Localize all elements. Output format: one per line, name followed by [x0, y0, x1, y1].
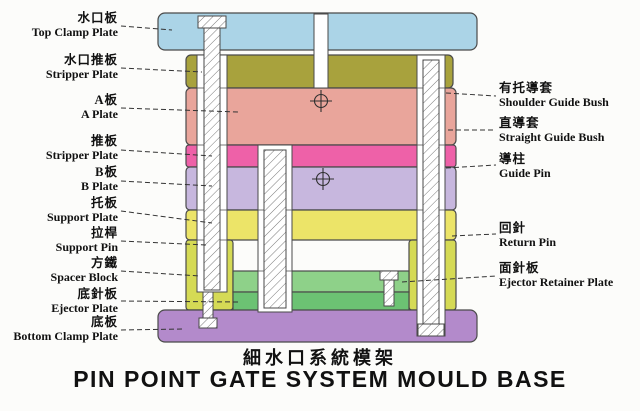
- sprue-channel: [313, 13, 329, 89]
- guide-pin-right: [422, 59, 440, 325]
- label-en: Ejector Plate: [51, 301, 118, 315]
- label-ejector-retainer-plate: 面針板 Ejector Retainer Plate: [499, 261, 639, 289]
- label-stripper-plate: 推板 Stripper Plate: [0, 134, 118, 162]
- label-en: Guide Pin: [499, 166, 551, 180]
- label-en: A Plate: [81, 107, 118, 121]
- label-en: Bottom Clamp Plate: [13, 329, 118, 343]
- label-spacer-block: 方鐵 Spacer Block: [0, 256, 118, 284]
- label-en: Shoulder Guide Bush: [499, 95, 609, 109]
- label-en: Top Clamp Plate: [31, 25, 118, 39]
- diagram-title-english: PIN POINT GATE SYSTEM MOULD BASE: [73, 366, 567, 392]
- label-support-pin: 拉桿 Support Pin: [0, 226, 118, 254]
- label-en: Stripper Plate: [45, 148, 118, 162]
- diagram-title-chinese: 細水口系統模架: [243, 348, 397, 368]
- leader-lines: [120, 25, 497, 331]
- label-en: B Plate: [81, 179, 118, 193]
- leader-line-return-pin: [451, 233, 497, 237]
- label-en: Ejector Retainer Plate: [499, 275, 614, 289]
- leader-line-bottom-clamp: [120, 328, 183, 331]
- label-zh: 推板: [90, 134, 118, 148]
- guide-pin-head-right: [417, 323, 445, 337]
- label-en: Support Pin: [55, 240, 118, 254]
- label-en: Return Pin: [499, 235, 556, 249]
- label-straight-guide-bush: 直導套 Straight Guide Bush: [499, 116, 639, 144]
- label-zh: 拉桿: [90, 226, 118, 240]
- leader-line-b-plate: [120, 180, 213, 187]
- leader-line-ejector-plate: [120, 300, 239, 303]
- return-pin-head: [379, 270, 399, 281]
- label-zh: 直導套: [499, 116, 540, 130]
- plate-bottom-clamp: [157, 309, 478, 343]
- leader-line-top-clamp: [120, 25, 173, 31]
- label-shoulder-guide-bush: 有托導套 Shoulder Guide Bush: [499, 81, 639, 109]
- label-b-plate: B板 B Plate: [0, 165, 118, 193]
- label-en: Straight Guide Bush: [499, 130, 605, 144]
- label-zh: 導柱: [499, 152, 527, 166]
- support-pin-left: [203, 27, 221, 291]
- label-zh: 有托導套: [499, 81, 554, 95]
- label-a-plate: A板 A Plate: [0, 93, 118, 121]
- ejector-screw-head: [198, 317, 218, 329]
- ejector-screw-body: [202, 291, 214, 319]
- support-pin-head-left: [197, 15, 227, 29]
- label-zh: 底板: [90, 315, 118, 329]
- center-marks: [310, 90, 334, 190]
- label-guide-pin: 導柱 Guide Pin: [499, 152, 639, 180]
- leader-line-stripper: [120, 149, 213, 157]
- leader-line-support-plate: [120, 210, 213, 224]
- leader-line-spacer-block: [120, 270, 201, 277]
- return-pin-body: [383, 279, 395, 307]
- label-en: Spacer Block: [50, 270, 118, 284]
- label-ejector-plate: 底針板 Ejector Plate: [0, 287, 118, 315]
- label-zh: 面針板: [499, 261, 540, 275]
- guide-pin-center: [263, 149, 287, 309]
- label-zh: B板: [95, 165, 118, 179]
- label-zh: 水口板: [77, 11, 118, 25]
- label-top-clamp-plate: 水口板 Top Clamp Plate: [0, 11, 118, 39]
- label-support-plate: 托板 Support Plate: [0, 196, 118, 224]
- leader-line-runner-stripper: [120, 67, 203, 73]
- leader-line-support-pin: [120, 240, 207, 246]
- label-bottom-clamp-plate: 底板 Bottom Clamp Plate: [0, 315, 118, 343]
- label-return-pin: 回針 Return Pin: [499, 221, 639, 249]
- label-zh: A板: [94, 93, 118, 107]
- leader-line-a-plate: [120, 107, 239, 113]
- label-zh: 托板: [90, 196, 118, 210]
- label-zh: 水口推板: [63, 53, 118, 67]
- label-en: Support Plate: [46, 210, 118, 224]
- label-zh: 底針板: [77, 287, 118, 301]
- leader-line-guide-pin: [445, 164, 497, 169]
- plate-support: [185, 209, 457, 241]
- label-runner-stripper-plate: 水口推板 Stripper Plate: [0, 53, 118, 81]
- leader-line-shoulder-guide-bush: [445, 92, 497, 97]
- label-zh: 方鐵: [90, 256, 118, 270]
- label-en: Stripper Plate: [45, 67, 118, 81]
- label-zh: 回針: [499, 221, 527, 235]
